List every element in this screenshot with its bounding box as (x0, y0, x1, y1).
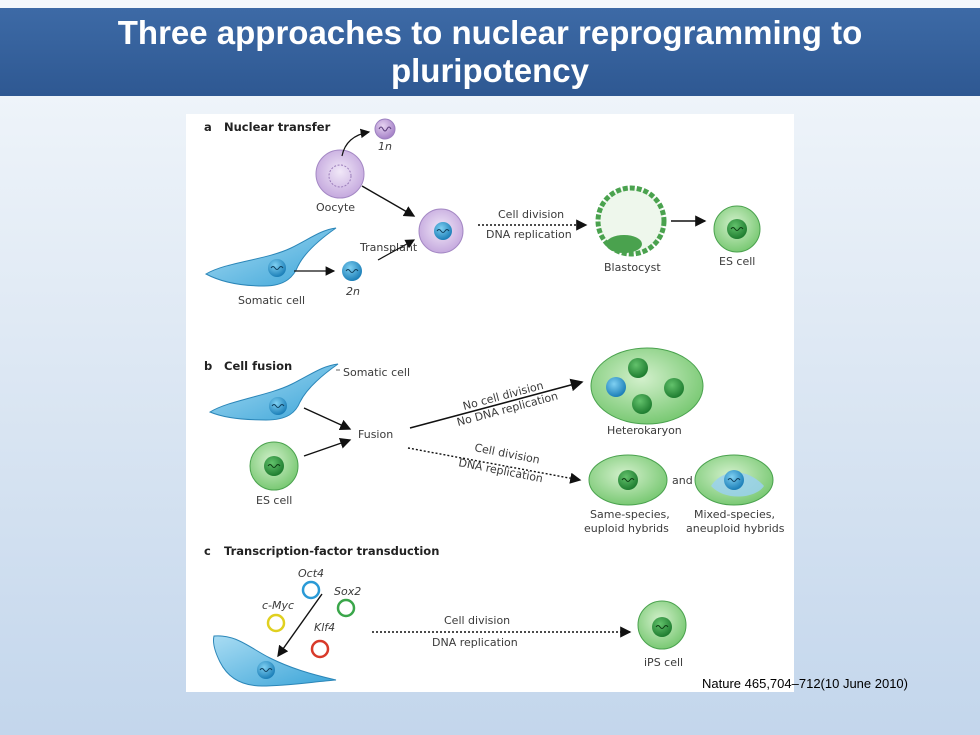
and-label: and (672, 474, 693, 487)
same-species-label-2: euploid hybrids (584, 522, 669, 535)
arrow-transplant (377, 239, 416, 261)
oocyte-cell-icon (315, 149, 365, 199)
somatic-cell-b-label: Somatic cell (343, 366, 410, 379)
panel-c-letter: c (204, 544, 211, 558)
blastocyst-icon (595, 185, 667, 257)
arrow-to-heterokaryon (409, 378, 584, 429)
oocyte-label: Oocyte (316, 201, 355, 214)
reconstructed-egg-icon (418, 208, 464, 254)
figure-canvas: a Nuclear transfer 1n Oocyte Transplant … (204, 118, 785, 687)
somatic-cell-a-label: Somatic cell (238, 294, 305, 307)
es-cell-a-label: ES cell (719, 255, 755, 268)
blastocyst-label: Blastocyst (604, 261, 661, 274)
same-species-hybrid-icon (588, 454, 668, 506)
diploid-label: 2n (346, 285, 360, 298)
slide-title-line-1: Three approaches to nuclear reprogrammin… (117, 14, 863, 51)
es-cell-b-icon (249, 441, 299, 491)
oct4-label: Oct4 (298, 567, 324, 580)
klf4-label: Klf4 (314, 621, 335, 634)
dotted-arrow-to-hybrids (407, 447, 582, 484)
haploid-cell-icon (374, 118, 396, 140)
mixed-species-label-2: aneuploid hybrids (686, 522, 785, 535)
somatic-cell-c-icon (213, 635, 337, 687)
cmyc-vector-icon (266, 613, 286, 633)
panel-c-replication-label: DNA replication (432, 636, 518, 649)
panel-a-division-label: Cell division (498, 208, 564, 221)
arrow-oocyte-to-transplant (361, 185, 416, 217)
slide-title-line-2: pluripotency (390, 52, 590, 89)
cmyc-label: c-Myc (262, 599, 294, 612)
es-cell-b-label: ES cell (256, 494, 292, 507)
diploid-nucleus-icon (342, 261, 362, 281)
fusion-label: Fusion (358, 428, 393, 441)
somatic-cell-b-icon (208, 363, 339, 421)
es-cell-a-icon (713, 205, 761, 253)
sox2-vector-icon (336, 598, 356, 618)
klf4-vector-icon (310, 639, 330, 659)
panel-b-title: Cell fusion (224, 359, 292, 373)
somatic-cell-a-icon (204, 227, 337, 287)
arrow-oocyte-to-1n (341, 128, 371, 157)
sox2-label: Sox2 (334, 585, 361, 598)
panel-a-title: Nuclear transfer (224, 120, 331, 134)
ips-cell-icon (637, 600, 687, 650)
same-species-label-1: Same-species, (590, 508, 670, 521)
panel-a-replication-label: DNA replication (486, 228, 572, 241)
panel-c-title: Transcription-factor transduction (224, 544, 439, 558)
reprogramming-figure: a Nuclear transfer 1n Oocyte Transplant … (186, 114, 794, 692)
arrow-es-to-fusion (303, 437, 352, 457)
citation: Nature 465,704–712(10 June 2010) (702, 676, 908, 691)
heterokaryon-icon (590, 347, 704, 425)
arrow-somatic-to-fusion (303, 407, 352, 431)
oct4-vector-icon (301, 580, 321, 600)
slide-title: Three approaches to nuclear reprogrammin… (0, 8, 980, 96)
panel-a-letter: a (204, 120, 212, 134)
heterokaryon-label: Heterokaryon (607, 424, 682, 437)
mixed-species-label-1: Mixed-species, (694, 508, 775, 521)
ips-cell-label: iPS cell (644, 656, 683, 669)
arrow-factors-to-cell (277, 593, 323, 658)
panel-b-letter: b (204, 359, 212, 373)
haploid-label: 1n (378, 140, 392, 153)
panel-c-division-label: Cell division (444, 614, 510, 627)
transplant-label: Transplant (359, 241, 418, 254)
mixed-species-hybrid-icon (694, 454, 774, 506)
